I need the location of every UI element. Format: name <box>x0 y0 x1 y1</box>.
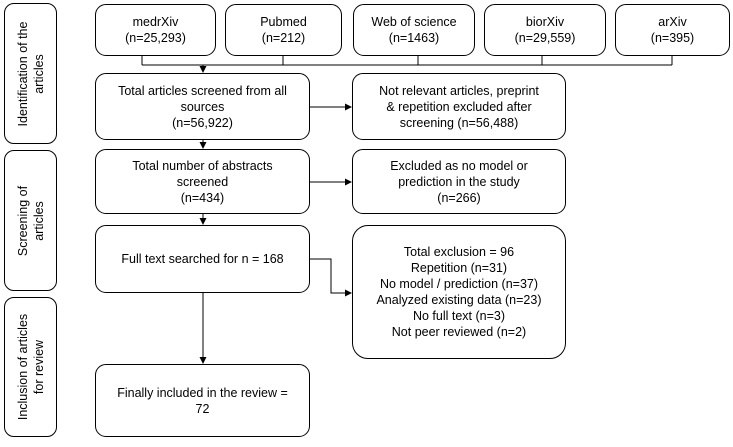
source-pubmed: Pubmed(n=212) <box>225 4 342 56</box>
stage-screening-label: Screening of articles <box>15 185 46 256</box>
source-medrxiv: medrXiv(n=25,293) <box>95 4 216 56</box>
stage-identification: Identification of the articles <box>4 3 57 144</box>
exclusion-screening-box: Not relevant articles, preprint& repetit… <box>352 73 566 140</box>
final-included-box: Finally included in the review =72 <box>95 364 310 437</box>
stage-screening: Screening of articles <box>4 150 57 291</box>
exclusion-full-text-box: Total exclusion = 96 Repetition (n=31) N… <box>352 225 566 359</box>
source-arxiv: arXiv(n=395) <box>615 4 730 56</box>
source-web-of-science: Web of science(n=1463) <box>353 4 475 56</box>
source-biorxiv: biorXiv(n=29,559) <box>484 4 606 56</box>
stage-inclusion-label: Inclusion of articles for review <box>15 313 46 421</box>
stage-inclusion: Inclusion of articles for review <box>4 297 57 437</box>
stage-identification-label: Identification of the articles <box>15 21 46 126</box>
arrow-to-exclusion-3 <box>310 258 352 297</box>
full-text-box: Full text searched for n = 168 <box>95 225 310 293</box>
